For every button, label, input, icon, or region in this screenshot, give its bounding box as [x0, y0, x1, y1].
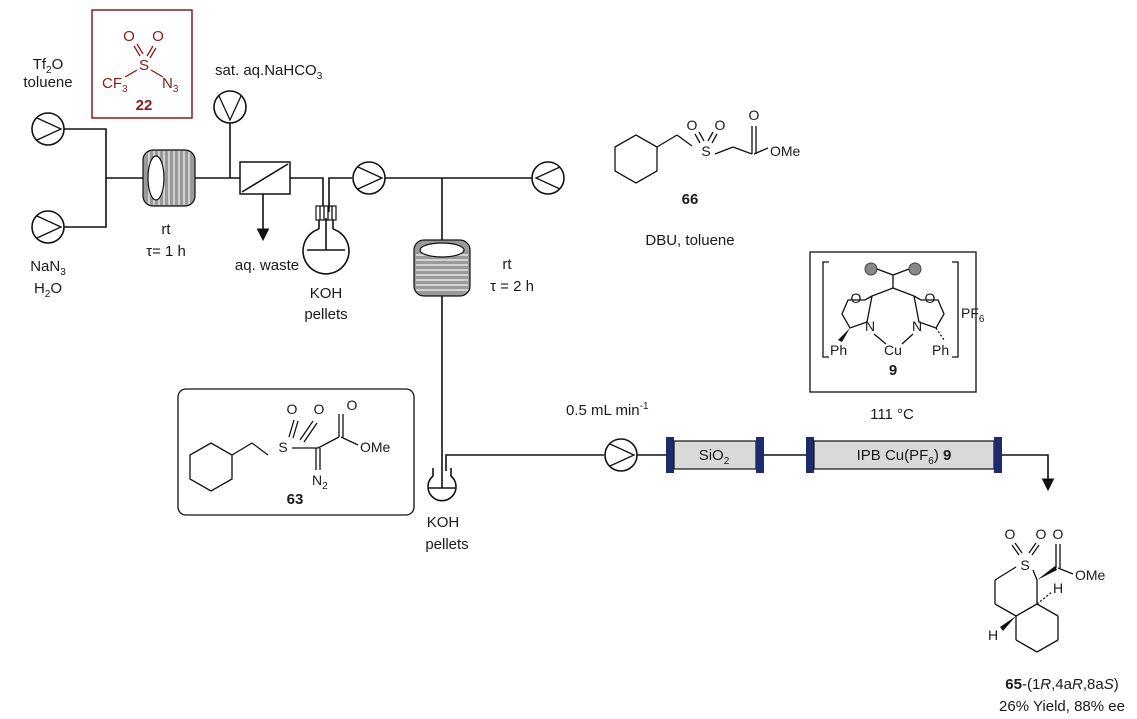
atom-o: O	[749, 107, 760, 123]
reagent-22-structure: O O S CF3 N3 22	[91, 9, 193, 119]
atom-s: S	[278, 439, 287, 455]
atom-o: O	[925, 290, 936, 306]
atom-o: O	[1005, 526, 1016, 542]
reactor-temperature: 111 °C	[870, 406, 914, 423]
catalyst-9-structure: O O N N Cu Ph Ph PF6 9 111 °C	[809, 251, 985, 423]
sio2-column: SiO2	[666, 437, 764, 473]
koh-flask-2: KOH pellets	[425, 455, 469, 553]
atom-o: O	[1036, 526, 1047, 542]
flask2-reagent-form: pellets	[425, 536, 468, 553]
compound-number-66: 66	[682, 191, 699, 208]
sio2-label: SiO2	[699, 447, 730, 467]
pump-tf2o-solvent: toluene	[23, 74, 72, 91]
atom-h: H	[1053, 580, 1063, 596]
atom-h: H	[988, 627, 998, 643]
atom-o: O	[715, 117, 726, 133]
flask1-reagent: KOH	[310, 285, 343, 302]
coil2-temperature: rt	[502, 256, 512, 273]
compound-number-9: 9	[889, 362, 897, 379]
product-65-structure: O O S O OMe H H 65-(1R,4aR,8aS) 26% Yiel…	[988, 526, 1125, 715]
atom-o: O	[347, 397, 358, 413]
atom-cu: Cu	[884, 342, 902, 358]
ome-group: OMe	[1075, 567, 1106, 583]
atom-o: O	[1053, 526, 1064, 542]
atom-o: O	[851, 290, 862, 306]
ome-group: OMe	[360, 439, 391, 455]
flask1-reagent-form: pellets	[304, 306, 347, 323]
pump-columns	[604, 438, 638, 472]
atom-s: S	[139, 57, 149, 74]
atom-o: O	[152, 28, 164, 45]
ipb-cu-column: IPB Cu(PF6) 9	[806, 437, 1002, 473]
reaction-conditions-66: DBU, toluene	[645, 232, 734, 249]
pump-nahco3: sat. aq.NaHCO3	[213, 62, 323, 178]
coil1-temperature: rt	[161, 221, 171, 238]
ipb-cu-label: IPB Cu(PF6) 9	[857, 447, 952, 467]
pump-nan3-solvent: H2O	[34, 280, 62, 300]
pump-66	[531, 161, 565, 195]
pump-nahco3-label: sat. aq.NaHCO3	[215, 62, 323, 82]
atom-n: N	[912, 318, 922, 334]
coil-reactor-1: rt τ= 1 h	[142, 149, 196, 260]
atom-s: S	[1020, 557, 1029, 573]
flask2-reagent: KOH	[427, 514, 460, 531]
atom-s: S	[701, 143, 710, 159]
n3-group: N3	[162, 75, 179, 95]
phase-separator: aq. waste	[235, 161, 299, 274]
pf6-counterion: PF6	[961, 305, 985, 325]
compound-number-22: 22	[136, 97, 153, 114]
phenyl-group: Ph	[830, 342, 847, 358]
atom-o: O	[287, 401, 298, 417]
coil2-residence-time: τ = 2 h	[490, 278, 534, 295]
aqueous-waste-label: aq. waste	[235, 257, 299, 274]
atom-o: O	[314, 401, 325, 417]
atom-n: N	[865, 318, 875, 334]
coil1-residence-time: τ= 1 h	[146, 243, 186, 260]
pump-tf2o-label: Tf2O	[33, 56, 64, 76]
pump-tf2o: Tf2O toluene	[23, 56, 73, 146]
cf3-group: CF3	[102, 75, 128, 95]
yield-ee-label: 26% Yield, 88% ee	[999, 698, 1125, 715]
compound-number-63: 63	[287, 491, 304, 508]
n2-group: N2	[312, 472, 328, 492]
pump-nan3: NaN3 H2O	[30, 210, 66, 300]
pump-nan3-label: NaN3	[30, 258, 66, 278]
atom-o: O	[687, 117, 698, 133]
compound-66-structure: S O O O OMe 66 DBU, toluene	[614, 107, 801, 249]
koh-flask-1: KOH pellets	[302, 205, 350, 323]
ome-group: OMe	[770, 143, 801, 159]
product-65-descriptor: 65-(1R,4aR,8aS)	[1005, 676, 1118, 693]
atom-o: O	[123, 28, 135, 45]
compound-63-structure: S O O O OMe N2 63	[177, 388, 415, 516]
flow-rate-label: 0.5 mL min-1	[566, 401, 649, 419]
pump-transfer	[352, 161, 386, 195]
phenyl-group: Ph	[932, 342, 949, 358]
coil-reactor-2: rt τ = 2 h	[413, 239, 534, 297]
